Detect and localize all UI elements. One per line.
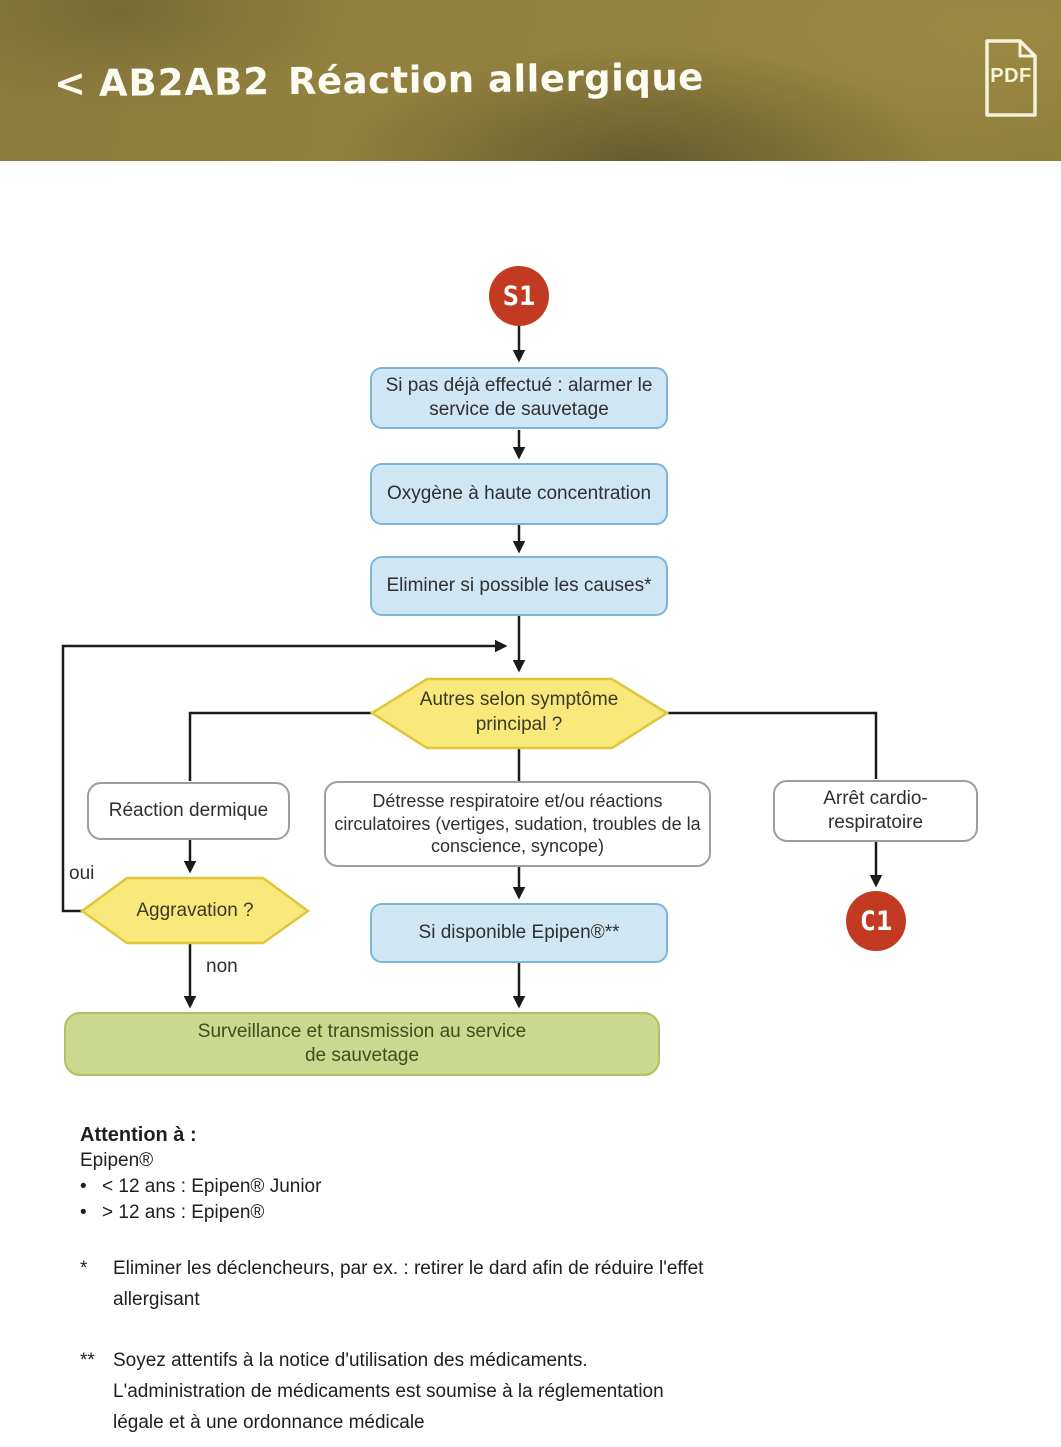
attention-bullet-text: < 12 ans : Epipen® Junior	[102, 1176, 322, 1197]
footnote-single-star: * Eliminer les déclencheurs, par ex. : r…	[80, 1253, 718, 1315]
node-respiratory-distress: Détresse respiratoire et/ou réactions ci…	[324, 781, 711, 867]
edge-label-oui: oui	[69, 863, 95, 884]
pdf-button-label: PDF	[990, 65, 1032, 87]
node-surveillance-label: Surveillance et transmission au service …	[197, 1021, 527, 1066]
attention-heading: Attention à :	[80, 1124, 197, 1146]
decision-aggravation-label: Aggravation ?	[136, 899, 254, 921]
node-oxygen: Oxygène à haute concentration	[370, 463, 668, 525]
page-title: Réaction allergique	[287, 55, 704, 103]
decision-main-symptom-label: Autres selon symptôme principal ?	[419, 689, 619, 735]
attention-block: Attention à : Epipen® • < 12 ans : Epipe…	[80, 1122, 321, 1226]
header-title: < AB2AB2 Réaction allergique	[54, 55, 704, 106]
node-surveillance: Surveillance et transmission au service …	[64, 1012, 660, 1076]
pdf-button[interactable]: PDF	[984, 38, 1038, 118]
protocol-code: AB2AB2	[98, 60, 271, 105]
header-bar: < AB2AB2 Réaction allergique PDF	[0, 0, 1061, 161]
flow-end-badge[interactable]: C1	[846, 891, 906, 951]
attention-bullet-text: > 12 ans : Epipen®	[102, 1202, 265, 1223]
edge-label-non: non	[206, 956, 238, 977]
back-chevron-icon[interactable]: <	[53, 61, 87, 106]
attention-bullet-over12: • > 12 ans : Epipen®	[80, 1200, 321, 1226]
footnote-marker: *	[80, 1258, 88, 1279]
node-alert-rescue: Si pas déjà effectué : alarmer le servic…	[370, 367, 668, 429]
node-epipen: Si disponible Epipen®**	[370, 903, 668, 963]
footnote-marker: **	[80, 1350, 95, 1371]
bullet-icon: •	[80, 1176, 87, 1197]
footnote-double-star: ** Soyez attentifs à la notice d'utilisa…	[80, 1345, 718, 1438]
footnote-text: Soyez attentifs à la notice d'utilisatio…	[113, 1350, 664, 1433]
attention-bullet-under12: • < 12 ans : Epipen® Junior	[80, 1174, 321, 1200]
attention-subject: Epipen®	[80, 1150, 154, 1171]
footnote-text: Eliminer les déclencheurs, par ex. : ret…	[113, 1258, 704, 1310]
pdf-document-icon	[985, 39, 1037, 117]
node-cardiac-arrest: Arrêt cardio-respiratoire	[773, 780, 978, 842]
node-eliminate-causes: Eliminer si possible les causes*	[370, 556, 668, 616]
node-dermal-reaction: Réaction dermique	[87, 782, 290, 840]
bullet-icon: •	[80, 1202, 87, 1223]
flow-start-badge[interactable]: S1	[489, 266, 549, 326]
